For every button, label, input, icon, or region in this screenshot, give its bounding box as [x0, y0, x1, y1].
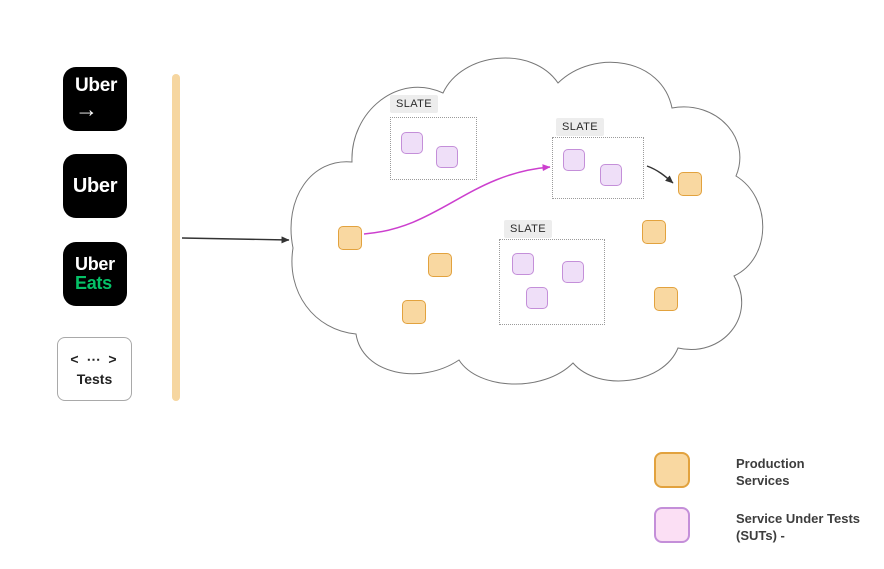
uber-wordmark: Uber [75, 75, 118, 96]
sut-node [600, 164, 622, 186]
uber-eats-app-icon: Uber Eats [63, 242, 127, 306]
slate-boundary [552, 137, 644, 199]
tests-box: < ⋯ > Tests [57, 337, 132, 401]
production-service-node [642, 220, 666, 244]
gateway-bar [172, 74, 180, 401]
gateway-to-cloud-arrow [181, 236, 290, 244]
sut-node [436, 146, 458, 168]
production-service-node [678, 172, 702, 196]
production-service-node [338, 226, 362, 250]
slate-label: SLATE [556, 118, 605, 136]
slate-boundary [499, 239, 605, 325]
uber-wordmark: Uber [75, 254, 115, 274]
sut-legend-swatch [654, 507, 690, 543]
eats-wordmark: Eats [75, 273, 112, 293]
code-brackets-icon: < ⋯ > [70, 351, 119, 367]
arrow-right-icon: → [75, 96, 98, 122]
slate-to-production-arrow [646, 165, 674, 184]
sut-node [562, 261, 584, 283]
sut-node [512, 253, 534, 275]
production-legend-label: Production Services [736, 456, 805, 488]
production-service-node [654, 287, 678, 311]
production-service-node [428, 253, 452, 277]
uber-wordmark: Uber [72, 174, 118, 197]
uber-driver-app-icon: Uber → [63, 67, 127, 131]
slate-label: SLATE [390, 95, 439, 113]
sut-request-arrow [363, 164, 551, 235]
tests-label: Tests [76, 371, 113, 387]
sut-node [526, 287, 548, 309]
sut-node [401, 132, 423, 154]
production-service-node [402, 300, 426, 324]
sut-legend-label: Service Under Tests (SUTs) - [736, 511, 861, 543]
slate-label: SLATE [504, 220, 553, 238]
uber-rider-app-icon: Uber [63, 154, 127, 218]
slate-boundary [390, 117, 477, 180]
production-legend-swatch [654, 452, 690, 488]
sut-node [563, 149, 585, 171]
